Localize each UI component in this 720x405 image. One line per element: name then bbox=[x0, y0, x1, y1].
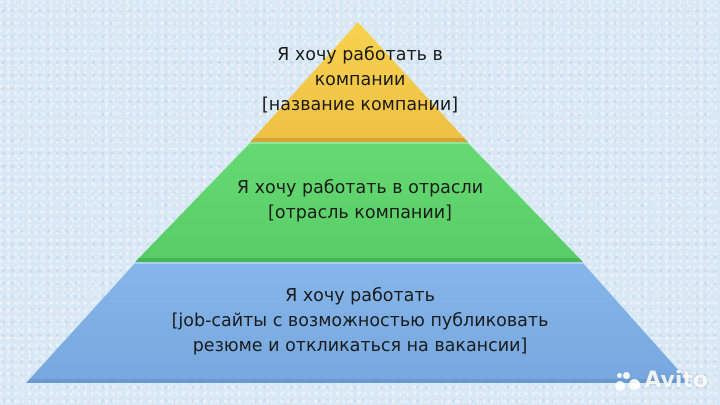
tier-top-line-3: [название компании] bbox=[261, 95, 459, 115]
tier-middle-line-2: [отрасль компании] bbox=[268, 203, 452, 223]
tier-top-line-1: Я хочу работать в bbox=[277, 45, 443, 65]
tier-bottom-line-2: [job-сайты с возможностью публиковать bbox=[171, 311, 549, 331]
avito-watermark: Avito bbox=[615, 368, 708, 393]
pyramid-tier-middle bbox=[135, 142, 583, 262]
tier-middle-label: Я хочу работать в отрасли [отрасль компа… bbox=[0, 176, 720, 226]
tier-top-line-2: компании bbox=[314, 70, 406, 90]
watermark-text: Avito bbox=[644, 368, 708, 393]
tier-middle-line-1: Я хочу работать в отрасли bbox=[236, 178, 484, 198]
pyramid-tier-top bbox=[250, 22, 468, 142]
avito-logo-icon bbox=[615, 370, 641, 392]
tier-top-label: Я хочу работать в компании [название ком… bbox=[0, 43, 720, 118]
tier-bottom-label: Я хочу работать [job-сайты с возможность… bbox=[0, 284, 720, 359]
tier-bottom-line-3: резюме и откликаться на вакансии] bbox=[192, 336, 528, 356]
pyramid-tier-bottom bbox=[26, 262, 690, 383]
tier-bottom-line-1: Я хочу работать bbox=[285, 286, 435, 306]
